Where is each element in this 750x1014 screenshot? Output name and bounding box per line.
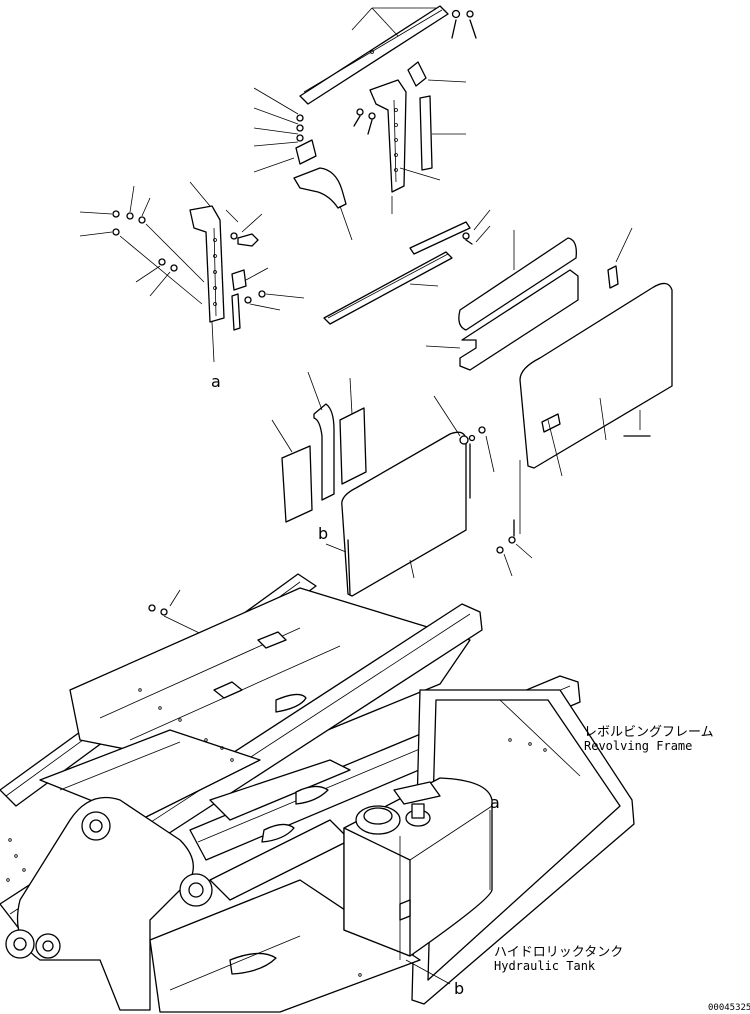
leader-lines-top: [351, 7, 436, 37]
long-bar-upper: [409, 221, 471, 255]
pad-strips-top: [407, 61, 433, 171]
bolt-washer-top-right: [451, 9, 477, 39]
clip-and-pin-left: [225, 209, 305, 331]
revolving-frame-label-en: Revolving Frame: [584, 739, 692, 753]
pad-block-left: [271, 419, 313, 523]
revolving-frame: [0, 573, 635, 1013]
callout-a-top: a: [211, 372, 221, 391]
bolts-left-top: [79, 185, 205, 305]
bolts-center: [353, 108, 376, 135]
cover-strip-lower: [425, 269, 579, 371]
pad-block-curved: [307, 371, 335, 501]
hydraulic-tank-label-jp: ハイドロリックタンク: [494, 945, 623, 960]
upright-bracket-right: [369, 79, 407, 193]
bolts-center-panel: [433, 395, 495, 499]
pad-block-right: [339, 377, 367, 485]
curved-bracket-center: [293, 167, 353, 241]
large-cover-panel-right: [519, 282, 673, 477]
latch-part-top-right: [607, 227, 633, 289]
callout-b-bottom: b: [454, 979, 464, 998]
revolving-frame-label: レボルビングフレーム Revolving Frame: [584, 725, 714, 753]
rod-right: [623, 410, 651, 437]
long-bar-lower: [323, 251, 453, 325]
leader-a-top: [211, 321, 215, 363]
hydraulic-tank-label: ハイドロリックタンク Hydraulic Tank: [494, 945, 623, 973]
bolts-left-mid: [135, 258, 178, 297]
hydraulic-tank: [343, 777, 493, 985]
bolt-upper-right: [462, 209, 491, 245]
hydraulic-tank-label-en: Hydraulic Tank: [494, 959, 596, 973]
top-cross-bar: [299, 5, 449, 105]
washer-stack-left: [253, 87, 304, 147]
callout-b-top: b: [318, 524, 328, 543]
bolts-lower-center: [496, 460, 533, 577]
revolving-frame-label-jp: レボルビングフレーム: [584, 725, 714, 740]
upright-bracket-left: [189, 181, 225, 323]
drawing-code: 00045325: [708, 1003, 750, 1013]
cover-strip-upper: [458, 230, 577, 331]
callout-a-bottom: a: [490, 793, 500, 812]
small-plate-center: [253, 139, 317, 173]
